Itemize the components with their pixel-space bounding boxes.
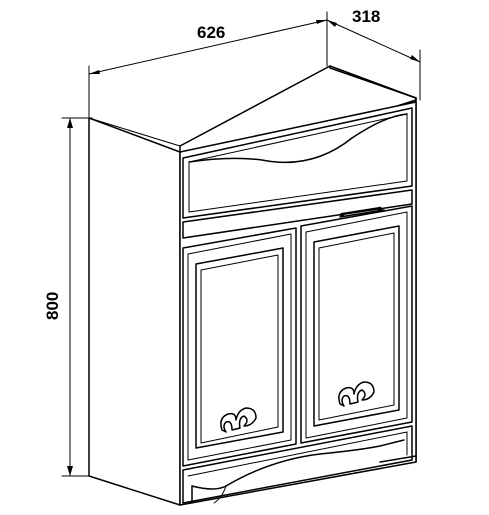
- left-side-panel: [88, 117, 181, 506]
- depth-dimension: 318: [326, 7, 421, 101]
- plinth: [182, 425, 413, 504]
- left-door-ornament-icon: [220, 407, 257, 433]
- left-door[interactable]: [182, 227, 297, 467]
- height-label: 800: [43, 292, 62, 320]
- cabinet: [88, 65, 417, 506]
- width-label: 626: [197, 23, 225, 42]
- height-dimension: 800: [43, 117, 93, 477]
- drawer-band: [182, 189, 413, 239]
- depth-label: 318: [352, 7, 380, 26]
- right-door-ornament-icon: [338, 381, 375, 407]
- right-door[interactable]: [300, 205, 413, 444]
- right-drawer-handle[interactable]: [339, 206, 385, 218]
- width-dimension: 626: [88, 11, 328, 119]
